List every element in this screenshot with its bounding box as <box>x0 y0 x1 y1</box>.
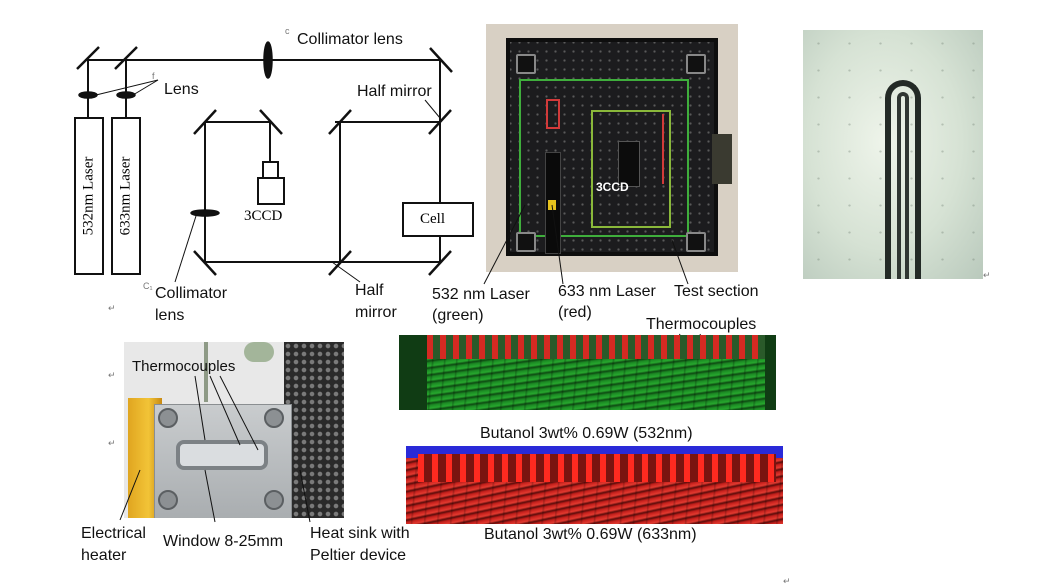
window-label: Window 8-25mm <box>163 533 284 550</box>
mirror <box>328 250 352 276</box>
optical-table-photo: 3CCD <box>486 24 738 272</box>
electrical-heater-label-1: Electrical <box>81 525 146 542</box>
heat-sink-label-2: Peltier device <box>310 547 407 564</box>
cell-box <box>402 202 474 237</box>
return-mark: ↵ <box>783 576 791 586</box>
return-mark: ↵ <box>108 303 116 313</box>
heater-wire <box>885 80 921 279</box>
marker-f: f <box>152 71 155 81</box>
electrical-heater-label-2: heater <box>81 547 127 564</box>
camera-3ccd-body <box>257 177 285 205</box>
lens-633 <box>116 91 136 99</box>
half-mirror-bottom-label-1: Half <box>355 282 384 299</box>
collimator-lens-bottom <box>190 209 220 217</box>
laser-633-photo-label-1: 633 nm Laser <box>558 283 656 300</box>
mirror <box>193 250 217 276</box>
test-section-label: Test section <box>674 283 759 300</box>
caption-red: Butanol 3wt% 0.69W (633nm) <box>484 526 697 543</box>
mirror <box>193 109 217 135</box>
caption-green: Butanol 3wt% 0.69W (532nm) <box>480 425 693 442</box>
mirror <box>429 47 453 73</box>
mirror <box>259 109 283 135</box>
cell-label: Cell <box>420 211 445 227</box>
mirror <box>428 250 452 276</box>
laser-532-photo-label-1: 532 nm Laser <box>432 286 530 303</box>
return-mark: ↵ <box>108 370 116 380</box>
marker-c: c <box>285 26 290 36</box>
marker-c2: C₁ <box>143 281 153 291</box>
laser-633-box <box>111 117 141 275</box>
mirror <box>428 109 452 135</box>
table-camera-label: 3CCD <box>596 180 629 194</box>
return-mark: ↵ <box>983 270 991 280</box>
cell-thermocouples-label: Thermocouples <box>132 358 236 375</box>
laser-633-photo-label-2: (red) <box>558 304 592 321</box>
mirror <box>76 46 100 70</box>
half-mirror-bottom-label-2: mirror <box>355 304 397 321</box>
return-mark: ↵ <box>108 438 116 448</box>
heater-view-photo <box>803 30 983 279</box>
collimator-lens-top-label: Collimator lens <box>297 31 403 48</box>
collimator-lens-top <box>263 41 273 79</box>
interferogram-red <box>406 446 783 524</box>
cell-window <box>176 440 268 470</box>
laser-532-box <box>74 117 104 275</box>
half-mirror-top-label: Half mirror <box>357 83 432 100</box>
heat-sink-label-1: Heat sink with <box>310 525 410 542</box>
interferogram-green <box>399 335 776 410</box>
collimator-lens-bottom-label-1: Collimator <box>155 285 228 302</box>
lens-label: Lens <box>164 81 199 98</box>
mirror <box>114 46 138 70</box>
laser-532-photo-label-2: (green) <box>432 307 484 324</box>
camera-label: 3CCD <box>244 208 283 224</box>
mirror <box>328 109 352 135</box>
heat-sink <box>284 342 344 518</box>
collimator-lens-bottom-label-2: lens <box>155 307 185 324</box>
interferogram-thermocouples-label: Thermocouples <box>646 316 757 333</box>
test-cell-photo: Thermocouples <box>124 342 344 518</box>
